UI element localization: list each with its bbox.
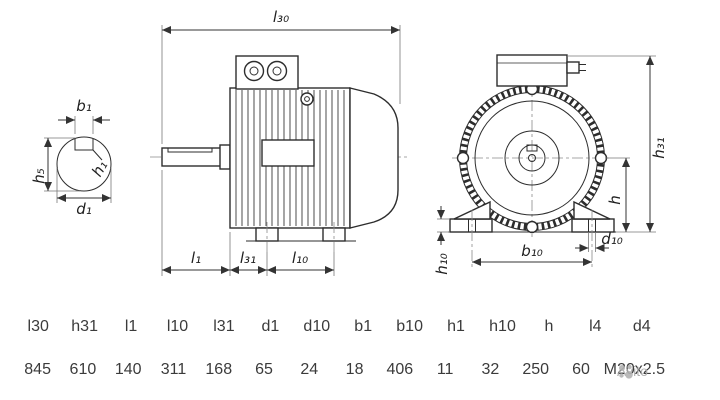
dim-header-h31: h31 [71,318,98,335]
dim-label-b10: b₁₀ [521,242,543,260]
engineering-drawing: b₁ d₁ h₅ h₁ [30,8,668,276]
dim-label-h5: h₅ [30,168,48,184]
dim-label-h10: h₁₀ [433,253,451,275]
dim-header-d1: d1 [261,318,280,335]
dim-label-d1: d₁ [76,200,92,218]
dim-header-b10: b10 [396,318,423,335]
dim-value-l1: 140 [114,361,142,378]
dim-value-h1: 11 [436,361,454,378]
dim-value-l30: 845 [24,361,51,378]
dim-label-h: h [606,195,624,205]
dim-header-l30: l30 [27,318,49,335]
motor-end-view: h₃₁ h h₁₀ b₁₀ d₁₀ [433,54,668,275]
dim-value-h: 250 [522,361,550,378]
dim-label-l10: l₁₀ [292,249,308,267]
dim-header-l1: l1 [124,318,138,335]
cable-gland [566,61,580,74]
dim-value-h10: 32 [481,361,500,378]
dim-header-l31: l31 [213,318,235,335]
dim-label-h31: h₃₁ [650,137,668,159]
shaft-section-view: b₁ d₁ h₅ h₁ [30,97,112,218]
dim-header-d4: d4 [632,318,651,335]
dim-label-l31: l₃₁ [240,249,256,267]
end-view-feet [448,200,616,268]
dim-value-h31: 610 [69,361,97,378]
fan-cover [349,87,399,229]
dim-label-l1: l₁ [191,249,201,267]
terminal-box-end [496,54,586,87]
dim-value-l31: 168 [205,361,233,378]
avito-watermark: Avito [617,363,648,379]
dim-value-d10: 24 [300,361,319,378]
dim-value-b10: 406 [386,361,414,378]
lifting-eye [300,92,314,106]
dim-header-l10: l10 [166,318,189,335]
terminal-box-side [235,55,299,90]
dim-value-l10: 311 [160,361,187,378]
dim-value-b1: 18 [345,361,364,378]
dim-value-d1: 65 [255,361,273,378]
motor-side-view: l₃₀ l₁ l₃₁ l₁₀ [150,8,410,276]
dim-header-h: h [544,318,554,335]
dim-header-b1: b1 [354,318,373,335]
dim-header-l4: l4 [589,318,602,335]
dim-value-l4: 60 [572,361,590,378]
dimension-table: l30 h31 l1 l10 l31 d1 d10 b1 b10 h1 h10 … [15,316,665,381]
dim-value-d4: M20x2.5 [603,361,665,378]
dim-header-h1: h1 [447,318,465,335]
dim-header-h10: h10 [489,318,516,335]
dimension-table-value-row: 845 610 140 311 168 65 24 18 406 11 32 2… [15,359,665,381]
dimension-table-header-row: l30 h31 l1 l10 l31 d1 d10 b1 b10 h1 h10 … [15,316,665,338]
dim-header-d10: d10 [303,318,331,335]
nameplate [261,139,315,167]
dim-label-d10: d₁₀ [601,230,623,248]
avito-logo-icon [619,364,633,379]
dim-label-l30: l₃₀ [273,8,289,26]
dim-label-b1: b₁ [76,97,92,115]
